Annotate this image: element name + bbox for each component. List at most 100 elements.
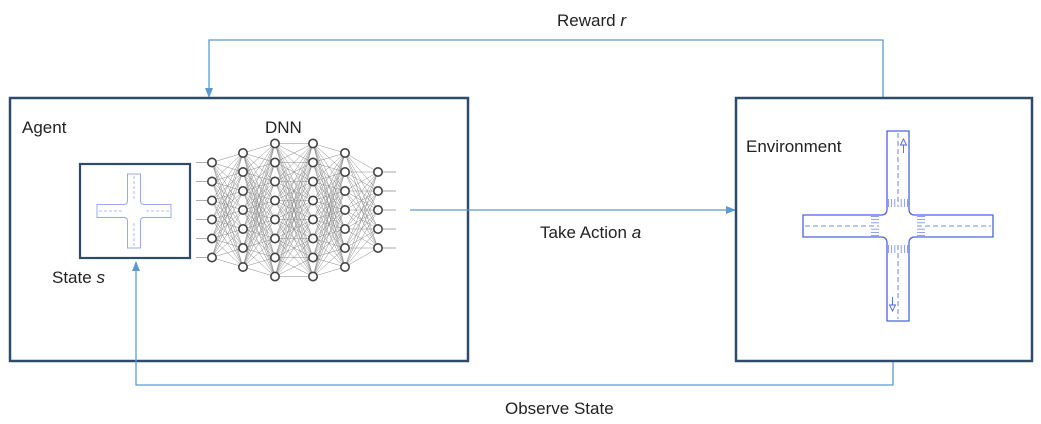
nn-node bbox=[269, 157, 280, 168]
nn-connection bbox=[211, 190, 244, 258]
dnn-network bbox=[196, 138, 396, 282]
nn-connection bbox=[242, 143, 276, 173]
nn-connection bbox=[242, 266, 276, 277]
nn-connection bbox=[312, 247, 346, 277]
nn-connection bbox=[344, 190, 379, 268]
dnn-label: DNN bbox=[265, 118, 302, 137]
nn-connection bbox=[274, 143, 314, 220]
nn-node bbox=[372, 243, 383, 254]
nn-connection bbox=[211, 257, 244, 268]
nn-node bbox=[238, 186, 249, 197]
nn-node bbox=[372, 205, 383, 216]
nn-node bbox=[339, 186, 350, 197]
nn-connection bbox=[242, 143, 276, 211]
nn-node bbox=[238, 224, 249, 235]
nn-node bbox=[269, 214, 280, 225]
nn-connection bbox=[274, 143, 314, 201]
nn-connection bbox=[274, 257, 314, 277]
nn-connection bbox=[242, 238, 276, 268]
nn-connection bbox=[312, 190, 346, 277]
nn-connection bbox=[211, 171, 244, 258]
nn-connection bbox=[344, 228, 379, 268]
nn-node bbox=[207, 233, 218, 244]
nn-connection bbox=[242, 143, 276, 230]
nn-connection bbox=[211, 152, 244, 220]
environment-intersection-icon bbox=[802, 130, 994, 322]
nn-connection bbox=[312, 209, 346, 277]
nn-node bbox=[207, 214, 218, 225]
observe-state-label: Observe State bbox=[505, 399, 614, 418]
nn-connection bbox=[242, 143, 276, 249]
nn-connection bbox=[312, 228, 346, 277]
nn-node bbox=[372, 167, 383, 178]
nn-connection bbox=[274, 162, 314, 277]
nn-connection bbox=[312, 143, 346, 154]
nn-connection bbox=[274, 143, 314, 182]
nn-connection bbox=[211, 209, 244, 258]
nn-node bbox=[238, 167, 249, 178]
nn-connection bbox=[274, 143, 314, 277]
nn-node bbox=[238, 243, 249, 254]
nn-connection bbox=[242, 257, 276, 268]
nn-connection bbox=[312, 152, 346, 239]
nn-connection bbox=[344, 152, 379, 173]
road-outline bbox=[802, 130, 994, 322]
direction-arrow bbox=[899, 137, 908, 153]
direction-arrow bbox=[888, 297, 897, 313]
nn-node bbox=[372, 186, 383, 197]
nn-connection bbox=[312, 152, 346, 277]
nn-node bbox=[307, 233, 318, 244]
nn-connection bbox=[274, 143, 314, 239]
nn-connection bbox=[242, 143, 276, 268]
nn-connection bbox=[344, 247, 379, 268]
nn-node bbox=[269, 252, 280, 263]
nn-node bbox=[339, 167, 350, 178]
nn-connection bbox=[312, 152, 346, 163]
nn-connection bbox=[344, 171, 379, 211]
nn-node bbox=[207, 176, 218, 187]
nn-connection bbox=[312, 152, 346, 182]
nn-connection bbox=[211, 247, 244, 258]
nn-connection bbox=[344, 171, 379, 268]
nn-node bbox=[307, 138, 318, 149]
observe-state-arrow bbox=[132, 261, 894, 386]
nn-connection bbox=[344, 209, 379, 268]
nn-connection bbox=[211, 152, 244, 258]
reward-label: Reward r bbox=[557, 11, 627, 30]
nn-node bbox=[238, 205, 249, 216]
take-action-label: Take Action a bbox=[540, 223, 641, 242]
nn-node bbox=[207, 252, 218, 263]
nn-connection bbox=[274, 181, 314, 277]
nn-connection bbox=[274, 143, 314, 163]
road-outline bbox=[96, 173, 172, 249]
agent-label: Agent bbox=[22, 118, 67, 137]
nn-node bbox=[339, 261, 350, 272]
nn-connection bbox=[242, 143, 276, 192]
nn-node bbox=[238, 148, 249, 159]
nn-node bbox=[307, 195, 318, 206]
nn-connection bbox=[312, 152, 346, 258]
nn-node bbox=[269, 271, 280, 282]
nn-connection bbox=[312, 266, 346, 277]
nn-node bbox=[307, 214, 318, 225]
environment-label: Environment bbox=[746, 137, 842, 156]
nn-connection bbox=[242, 162, 276, 268]
nn-node bbox=[339, 243, 350, 254]
nn-node bbox=[339, 205, 350, 216]
reward-arrow bbox=[205, 39, 884, 98]
nn-connection bbox=[274, 238, 314, 277]
nn-node bbox=[269, 138, 280, 149]
nn-connection bbox=[211, 152, 244, 239]
nn-connection bbox=[242, 200, 276, 268]
nn-connection bbox=[312, 171, 346, 277]
nn-node bbox=[238, 261, 249, 272]
nn-node bbox=[339, 148, 350, 159]
nn-node bbox=[307, 271, 318, 282]
nn-connection bbox=[344, 171, 379, 230]
nn-connection bbox=[344, 171, 379, 249]
nn-node bbox=[269, 176, 280, 187]
state-intersection-icon bbox=[96, 173, 172, 249]
nn-connection bbox=[274, 200, 314, 277]
